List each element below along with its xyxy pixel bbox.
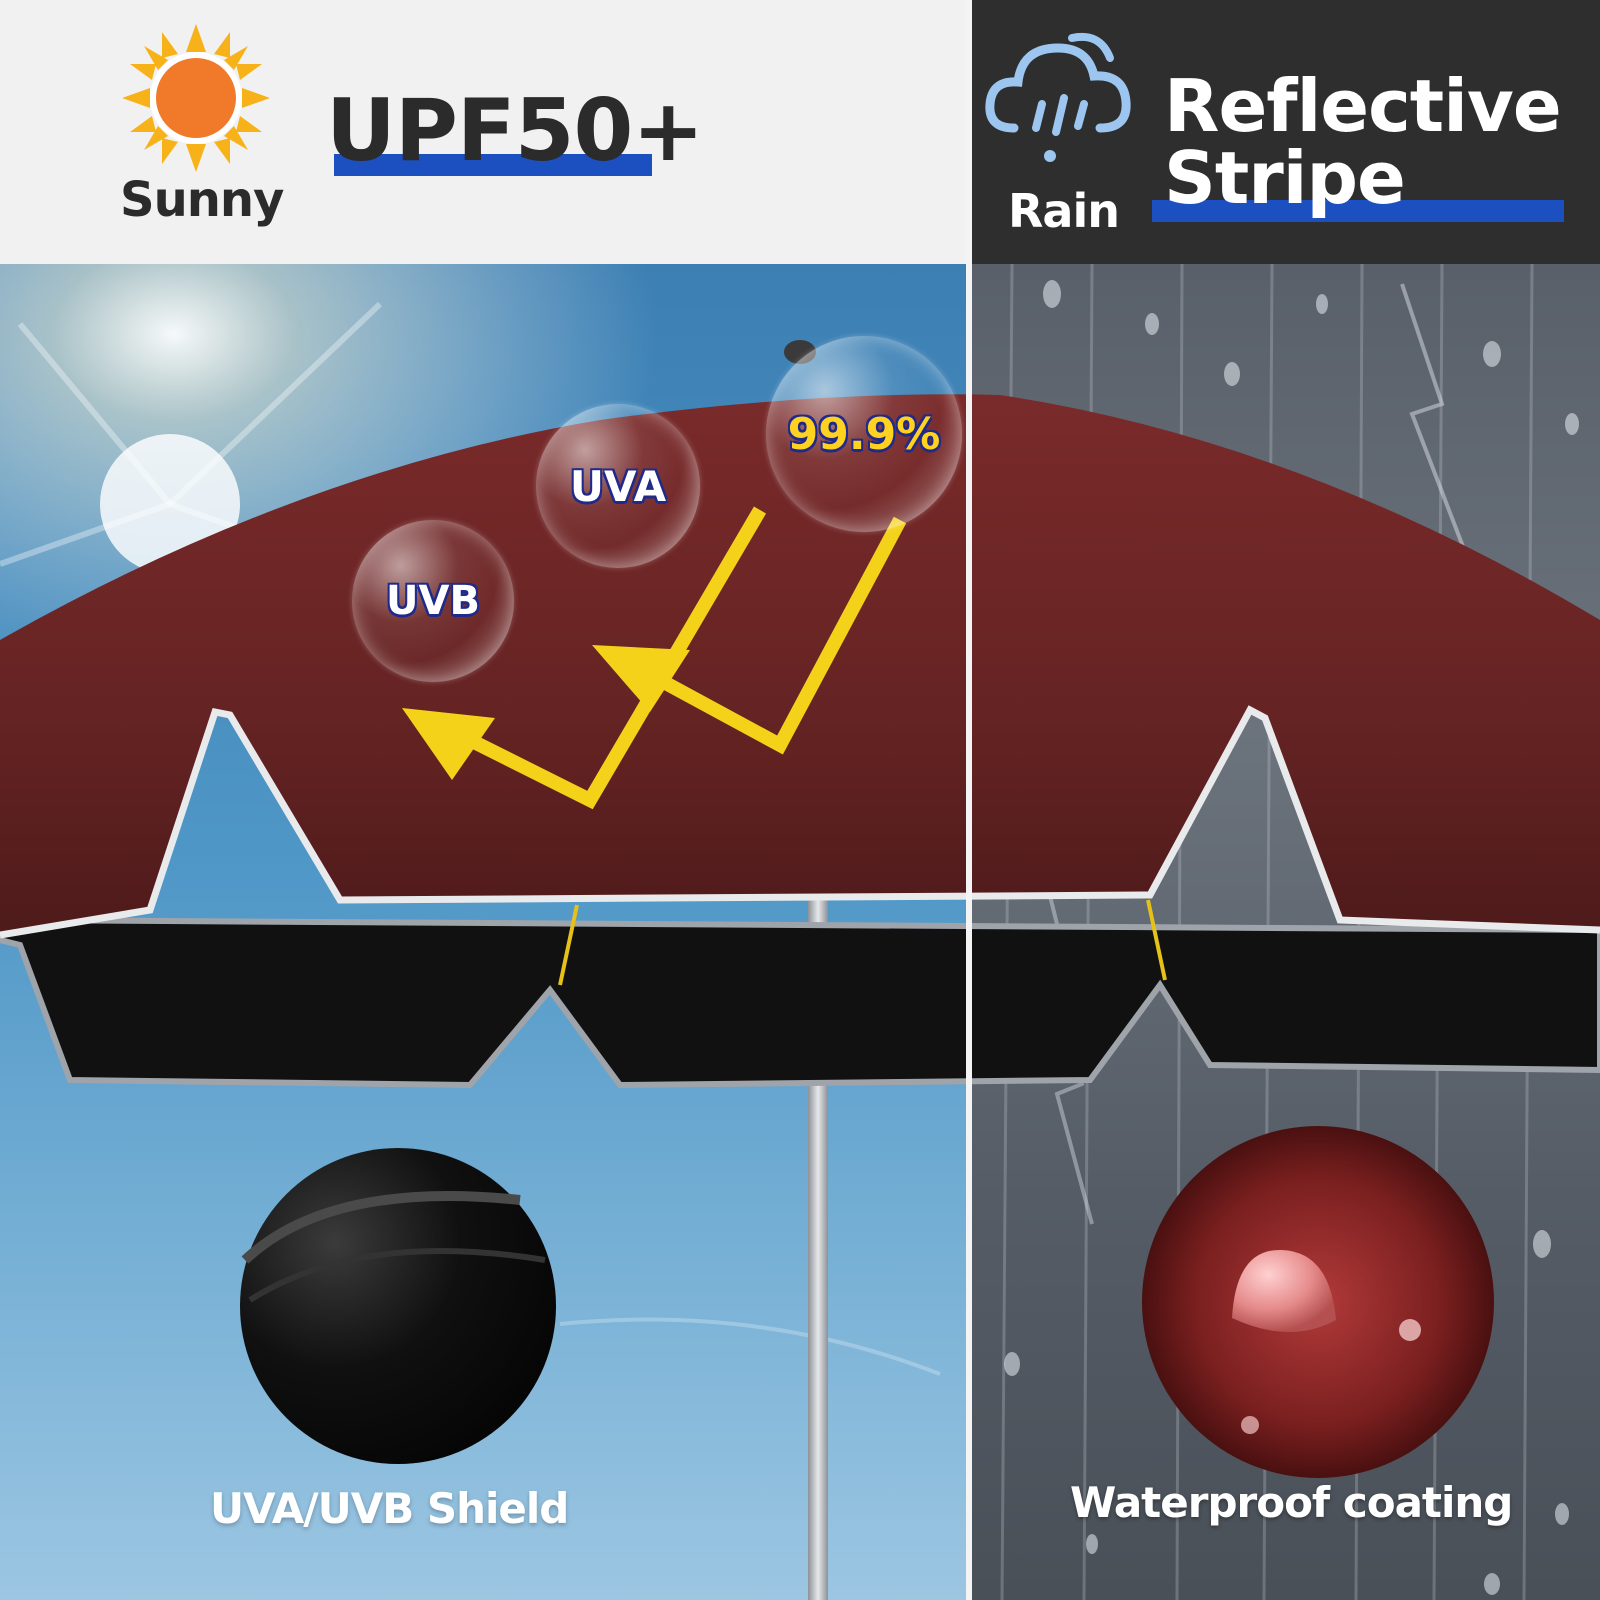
reflective-title-line2: Stripe [1164, 136, 1406, 220]
upf-underline [334, 154, 652, 176]
uv-shield-label: UVA/UVB Shield [210, 1484, 569, 1533]
reflective-title-line1: Reflective [1164, 64, 1562, 148]
waterproof-label: Waterproof coating [1070, 1478, 1513, 1527]
percent-bubble: 99.9% [766, 336, 962, 532]
rain-cloud-icon [985, 33, 1131, 162]
sun-icon [122, 24, 270, 172]
upf-title: UPF50+ [326, 81, 704, 181]
uva-label: UVA [569, 461, 667, 511]
uv-shield-fabric-detail [240, 1148, 556, 1464]
sunny-label: Sunny [120, 172, 284, 228]
panel-divider [966, 0, 972, 1600]
rain-header: Rain Reflective Stripe [972, 0, 1600, 264]
uvb-label: UVB [386, 578, 480, 624]
uva-bubble: UVA [536, 404, 700, 568]
percent-label: 99.9% [787, 408, 941, 460]
sunny-header: Sunny UPF50+ [0, 0, 966, 264]
reflective-underline [1152, 200, 1564, 222]
uvb-bubble: UVB [352, 520, 514, 682]
rain-label: Rain [1008, 184, 1120, 238]
